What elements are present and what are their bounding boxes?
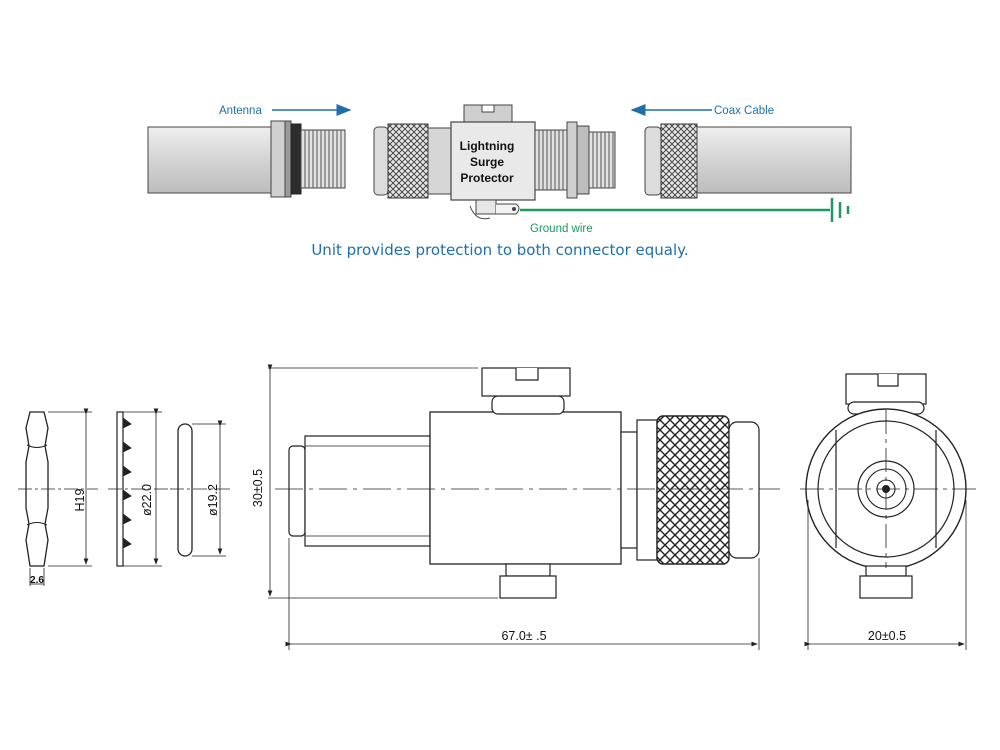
antenna-label-group: Antenna [219,104,352,117]
antenna-label: Antenna [219,105,262,117]
oring-diameter-label: ø19.2 [206,484,220,516]
protector-title-line-2: Surge [470,155,504,169]
o-ring [170,420,232,557]
washer-diameter-label: ø22.0 [140,484,154,516]
protector-title: Lightning Surge Protector [460,139,515,185]
dimension-drawings: H19 2.6 ø22.0 ø19.2 [18,364,976,650]
caption: Unit provides protection to both connect… [311,241,688,259]
coax-label: Coax Cable [714,105,774,117]
ground-lug [469,199,520,220]
protector-title-line-3: Protector [460,171,514,185]
protector-assembly: Lightning Surge Protector [373,104,616,220]
protector-title-line-1: Lightning [460,139,515,153]
ground-wire: Ground wire [520,198,850,235]
nut-thickness-label: 2.6 [30,575,44,586]
coax-cable [644,123,852,199]
lock-washer [108,408,172,567]
antenna-cable [147,120,346,198]
protector-thread-2 [588,131,616,189]
top-assembly: Antenna Lightning Surge Protector [147,104,852,259]
end-width-label: 20±0.5 [868,629,906,643]
body-height-label: 30±0.5 [251,469,265,507]
main-body-side [267,364,780,650]
hex-nut [18,408,98,586]
ground-wire-label: Ground wire [530,223,593,235]
antenna-thread [300,129,346,189]
protector-thread [534,129,568,191]
coax-label-group: Coax Cable [630,104,774,117]
body-length-label: 67.0± .5 [501,629,546,643]
end-view [800,373,976,650]
nut-height-label: H19 [73,488,87,511]
